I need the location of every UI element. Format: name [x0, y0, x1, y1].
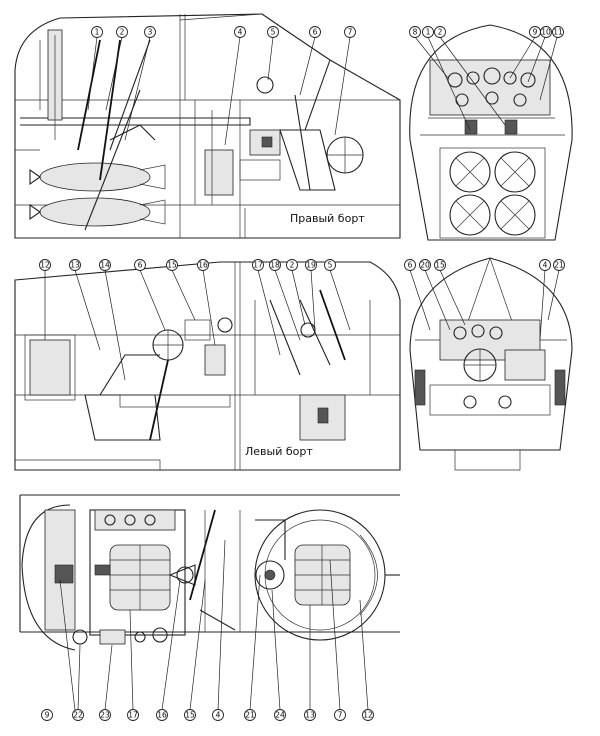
callout-marker: 9 — [529, 26, 541, 38]
svg-text:16: 16 — [198, 261, 208, 270]
callout-marker: 1 — [422, 26, 434, 38]
svg-text:21: 21 — [245, 711, 255, 720]
callout-marker: 24 — [274, 709, 286, 721]
callout-marker: 15 — [184, 709, 196, 721]
callout-marker: 5 — [324, 259, 336, 271]
callout-marker: 2 — [116, 26, 128, 38]
bomb — [29, 197, 166, 227]
callout-marker: 20 — [419, 259, 431, 271]
callout-marker: 1 — [91, 26, 103, 38]
svg-text:22: 22 — [73, 711, 83, 720]
svg-text:2: 2 — [120, 28, 125, 37]
callout-marker: 9 — [41, 709, 53, 721]
svg-text:7: 7 — [338, 711, 343, 720]
callout-marker: 21 — [244, 709, 256, 721]
svg-text:2: 2 — [290, 261, 295, 270]
svg-text:21: 21 — [554, 261, 564, 270]
svg-text:4: 4 — [216, 711, 221, 720]
svg-text:1: 1 — [426, 28, 431, 37]
svg-text:10: 10 — [541, 28, 551, 37]
bomb-end — [449, 151, 491, 193]
svg-text:13: 13 — [305, 711, 315, 720]
callout-marker: 23 — [99, 709, 111, 721]
svg-text:9: 9 — [45, 711, 50, 720]
front-view-upper: 8 1 2 9 10 11 — [409, 24, 573, 241]
callout-marker: 2 — [434, 26, 446, 38]
svg-text:17: 17 — [253, 261, 263, 270]
callout-marker: 6 — [404, 259, 416, 271]
front-view-lower: 6 20 15 4 21 — [404, 257, 573, 471]
svg-text:5: 5 — [271, 28, 276, 37]
callout-marker: 10 — [540, 26, 552, 38]
bomb — [29, 162, 166, 192]
svg-text:9: 9 — [533, 28, 538, 37]
callout-marker: 4 — [212, 709, 224, 721]
svg-text:12: 12 — [363, 711, 373, 720]
svg-text:14: 14 — [100, 261, 110, 270]
callout-marker: 19 — [305, 259, 317, 271]
callout-marker: 18 — [269, 259, 281, 271]
svg-text:15: 15 — [167, 261, 177, 270]
callout-marker: 17 — [252, 259, 264, 271]
callout-marker: 4 — [539, 259, 551, 271]
right-side-label: Правый борт — [290, 212, 365, 225]
bomb-end — [449, 194, 491, 236]
svg-text:1: 1 — [95, 28, 100, 37]
svg-text:4: 4 — [543, 261, 548, 270]
svg-text:6: 6 — [138, 261, 143, 270]
callout-marker: 2 — [286, 259, 298, 271]
callout-marker: 5 — [267, 26, 279, 38]
svg-text:20: 20 — [420, 261, 430, 270]
svg-text:12: 12 — [40, 261, 50, 270]
svg-text:3: 3 — [148, 28, 153, 37]
callout-marker: 3 — [144, 26, 156, 38]
left-side-view: Левый борт 12 13 14 6 15 16 17 18 2 19 5 — [14, 259, 401, 471]
callout-marker: 13 — [69, 259, 81, 271]
left-side-label: Левый борт — [245, 445, 313, 458]
svg-text:18: 18 — [270, 261, 280, 270]
svg-text:6: 6 — [313, 28, 318, 37]
bomb-end — [494, 194, 536, 236]
svg-text:17: 17 — [128, 711, 138, 720]
svg-text:7: 7 — [348, 28, 353, 37]
svg-text:23: 23 — [100, 711, 110, 720]
callout-marker: 13 — [304, 709, 316, 721]
svg-text:13: 13 — [70, 261, 80, 270]
callout-marker: 14 — [99, 259, 111, 271]
svg-text:16: 16 — [157, 711, 167, 720]
callout-marker: 21 — [553, 259, 565, 271]
callout-marker: 12 — [362, 709, 374, 721]
svg-text:4: 4 — [238, 28, 243, 37]
svg-text:15: 15 — [185, 711, 195, 720]
callout-marker: 6 — [134, 259, 146, 271]
plan-view: 9 22 23 17 16 15 4 21 24 13 7 12 — [19, 494, 400, 721]
callout-marker: 17 — [127, 709, 139, 721]
callout-marker: 15 — [434, 259, 446, 271]
svg-text:11: 11 — [553, 28, 563, 37]
callout-marker: 16 — [197, 259, 209, 271]
callout-marker: 4 — [234, 26, 246, 38]
callout-marker: 12 — [39, 259, 51, 271]
callout-marker: 11 — [552, 26, 564, 38]
callout-marker: 16 — [156, 709, 168, 721]
svg-text:6: 6 — [408, 261, 413, 270]
callout-marker: 7 — [344, 26, 356, 38]
callout-marker: 22 — [72, 709, 84, 721]
callout-marker: 8 — [409, 26, 421, 38]
callout-marker: 7 — [334, 709, 346, 721]
svg-text:19: 19 — [306, 261, 316, 270]
svg-text:8: 8 — [413, 28, 418, 37]
svg-text:5: 5 — [328, 261, 333, 270]
bomb-end — [494, 151, 536, 193]
svg-text:2: 2 — [438, 28, 443, 37]
callout-marker: 6 — [309, 26, 321, 38]
right-side-view: Правый борт 1 2 3 4 5 6 7 — [14, 13, 401, 239]
svg-text:15: 15 — [435, 261, 445, 270]
svg-text:24: 24 — [275, 711, 285, 720]
callout-marker: 15 — [166, 259, 178, 271]
